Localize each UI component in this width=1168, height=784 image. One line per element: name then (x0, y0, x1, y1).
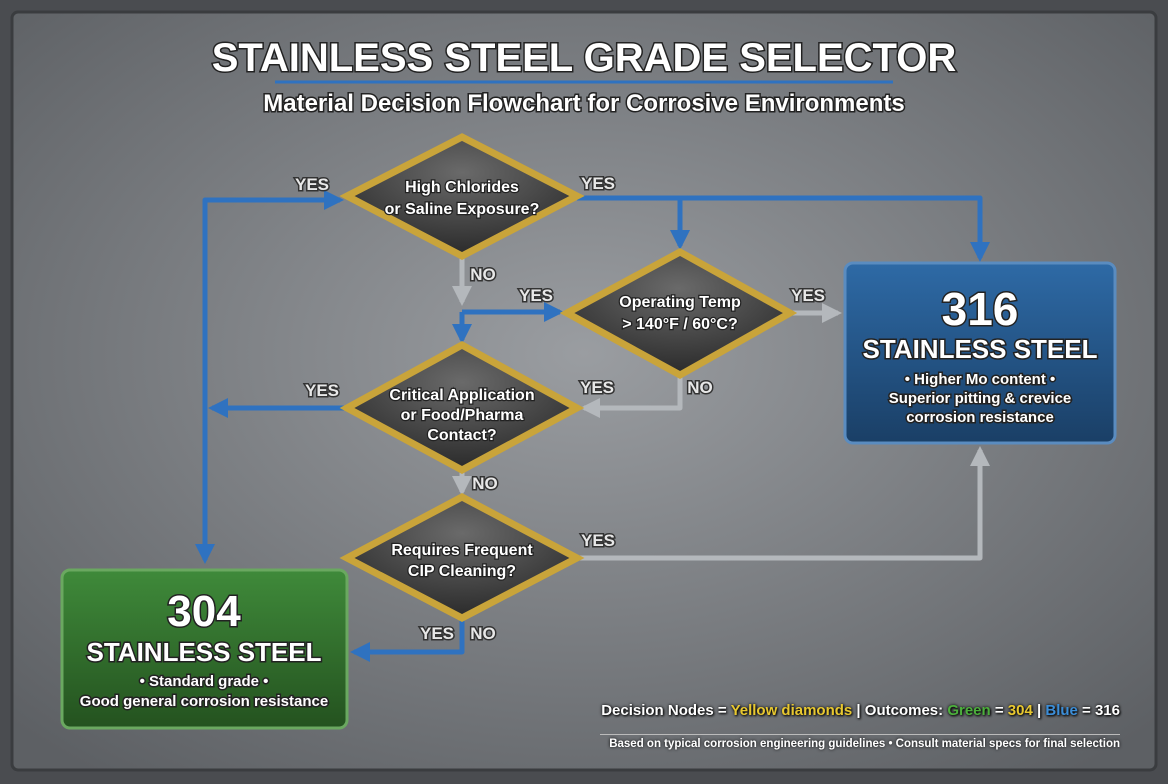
decision-text: or Saline Exposure? (385, 201, 540, 218)
label-yes: YES (420, 624, 454, 643)
outcome-316: 316 STAINLESS STEEL • Higher Mo content … (843, 261, 1117, 445)
legend-text: = (990, 702, 1008, 719)
diamond-shape (339, 493, 585, 622)
legend-text: = 316 (1077, 702, 1120, 719)
decision-text: High Chlorides (405, 179, 519, 196)
label-yes: YES (305, 381, 339, 400)
decision-text: Operating Temp (619, 294, 741, 311)
label-no: NO (687, 378, 713, 397)
decision-text: Contact? (427, 427, 496, 444)
grade-number: 316 (942, 283, 1019, 335)
label-yes: YES (581, 174, 615, 193)
grade-note: corrosion resistance (906, 409, 1054, 426)
decision-text: Requires Frequent (391, 542, 533, 559)
decision-chlorides: High Chlorides or Saline Exposure? (339, 133, 585, 260)
legend-304: 304 (1007, 702, 1033, 719)
legend-text: | (1032, 702, 1046, 719)
legend-text: Decision Nodes = (601, 702, 731, 719)
grade-number: 304 (167, 587, 241, 636)
decision-critical: Critical Application or Food/Pharma Cont… (339, 341, 585, 474)
grade-note: Superior pitting & crevice (889, 390, 1072, 407)
diamond-shape (559, 248, 798, 380)
legend-yellow: Yellow diamonds (730, 702, 853, 719)
outcome-box (60, 568, 349, 730)
label-yes: YES (791, 286, 825, 305)
legend: Decision Nodes = Yellow diamonds | Outco… (600, 702, 1120, 719)
page-title: STAINLESS STEEL GRADE SELECTOR (212, 36, 957, 80)
diamond-shape (339, 133, 585, 260)
arrow-cip-yes-to-316 (577, 446, 990, 561)
arrow-chlorides-yes-to-316 (577, 195, 990, 262)
outcome-box (843, 261, 1117, 445)
arrow-temp-no-to-critical (580, 375, 683, 418)
grade-name: STAINLESS STEEL (87, 637, 322, 667)
label-no: NO (470, 624, 496, 643)
label-yes: YES (295, 175, 329, 194)
label-yes: YES (581, 531, 615, 550)
grade-name: STAINLESS STEEL (863, 334, 1098, 364)
legend-blue: Blue (1045, 702, 1078, 719)
outcome-304: 304 STAINLESS STEEL • Standard grade • G… (60, 568, 349, 730)
grade-note: • Higher Mo content • (905, 371, 1056, 388)
decision-text: or Food/Pharma (401, 407, 524, 424)
diamond-shape (339, 341, 585, 474)
arrow-cip-no-to-304 (350, 618, 465, 662)
label-yes: YES (580, 378, 614, 397)
decision-temp: Operating Temp > 140°F / 60°C? (559, 248, 798, 380)
legend-text: | Outcomes: (852, 702, 948, 719)
label-no: NO (472, 474, 498, 493)
decision-text: Critical Application (389, 387, 534, 404)
legend-green: Green (947, 702, 991, 719)
decision-text: > 140°F / 60°C? (622, 316, 738, 333)
decision-cip: Requires Frequent CIP Cleaning? (339, 493, 585, 622)
footer-note: Based on typical corrosion engineering g… (600, 734, 1120, 750)
grade-note: Good general corrosion resistance (80, 693, 328, 710)
grade-note: • Standard grade • (140, 673, 269, 690)
label-yes: YES (519, 286, 553, 305)
decision-text: CIP Cleaning? (408, 563, 516, 580)
page-subtitle: Material Decision Flowchart for Corrosiv… (263, 90, 904, 117)
label-no: NO (470, 265, 496, 284)
